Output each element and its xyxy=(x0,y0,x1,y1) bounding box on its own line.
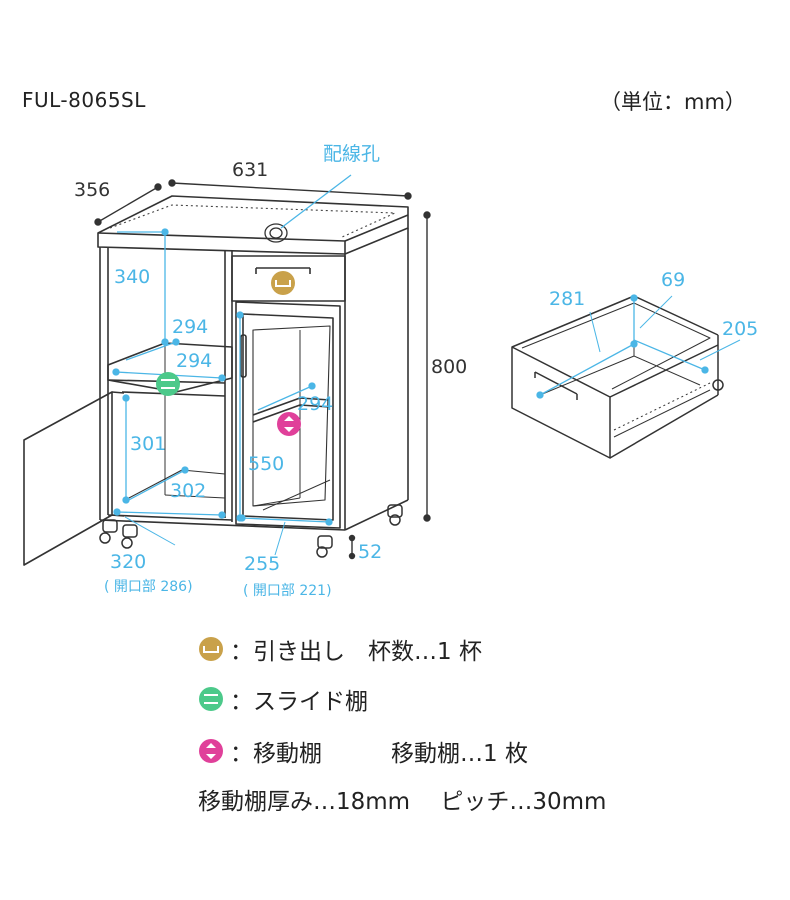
dim-slide-width: 294 xyxy=(176,350,212,372)
dim-caster-height: 52 xyxy=(358,541,382,563)
dim-left-lower-height: 301 xyxy=(130,433,166,455)
dim-drawer-height: 69 xyxy=(661,269,685,291)
cabinet-drawing xyxy=(23,195,409,566)
dim-drawer-width: 281 xyxy=(549,288,585,310)
unit-label: （単位：mm） xyxy=(600,90,746,114)
glass-door xyxy=(235,301,341,529)
drawer-legend-icon xyxy=(199,637,223,661)
slide-shelf-legend-icon xyxy=(199,687,223,711)
cable-hole-icon xyxy=(264,223,288,243)
legend-slide-shelf: ：スライド棚 xyxy=(198,682,368,716)
dim-drawer-depth: 205 xyxy=(722,318,758,340)
drawer-front xyxy=(231,255,346,302)
casters xyxy=(99,504,403,558)
model-name: FUL-8065SL xyxy=(22,88,146,112)
dim-cable-hole: 配線孔 xyxy=(323,143,380,165)
movable-shelf-marker-icon xyxy=(277,412,301,436)
dim-right-door-width: 255 xyxy=(244,553,280,575)
dim-right-shelf-depth: 294 xyxy=(297,393,333,415)
dim-right-height: 550 xyxy=(248,453,284,475)
legend-movable-shelf: ：移動棚 移動棚…1 枚 xyxy=(198,734,528,768)
dim-height: 800 xyxy=(431,356,467,378)
dim-left-opening: ( 開口部 286) xyxy=(104,579,193,595)
slide-shelf-marker-icon xyxy=(156,372,180,396)
blue-dimensions xyxy=(112,174,352,556)
drawer-marker-icon xyxy=(271,271,295,295)
legend-slide-shelf-text: ：スライド棚 xyxy=(230,689,368,715)
dim-left-door-width: 320 xyxy=(110,551,146,573)
movable-shelf-legend-icon xyxy=(199,739,223,763)
dim-depth: 356 xyxy=(74,179,110,201)
legend-drawer-text: ：引き出し 杯数…1 杯 xyxy=(230,639,482,665)
legend-movable-shelf-text: ：移動棚 移動棚…1 枚 xyxy=(230,741,528,767)
drawer-detail xyxy=(511,295,724,459)
dim-width: 631 xyxy=(232,159,268,181)
left-door xyxy=(23,391,113,566)
dim-left-height: 340 xyxy=(114,266,150,288)
legend-shelf-note: 移動棚厚み…18mm ピッチ…30mm xyxy=(198,789,607,815)
drawer-blue-dimensions xyxy=(536,294,741,399)
dim-slide-depth: 294 xyxy=(172,316,208,338)
legend-drawer: ：引き出し 杯数…1 杯 xyxy=(198,632,482,666)
dim-right-opening: ( 開口部 221) xyxy=(243,583,332,599)
dark-dimensions xyxy=(94,179,431,560)
dim-left-lower-width: 302 xyxy=(170,480,206,502)
top-slab xyxy=(97,195,409,255)
